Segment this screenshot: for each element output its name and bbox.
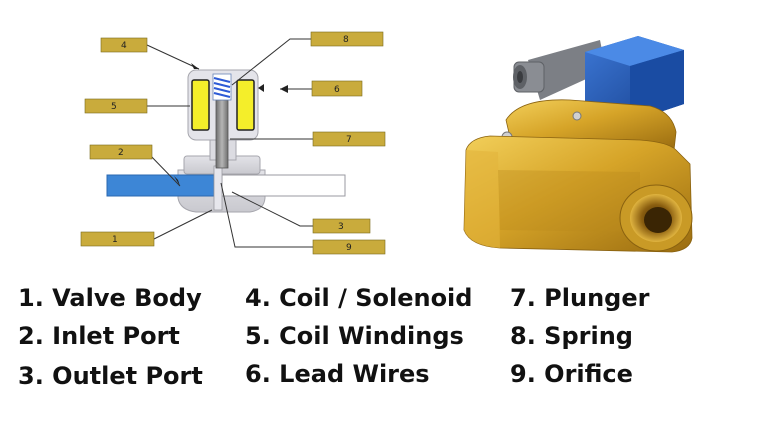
blue-coil-housing <box>585 36 684 122</box>
cross-section-diagram: 4 5 2 1 8 6 7 3 <box>80 31 693 255</box>
schematic-inlet-port <box>106 174 215 197</box>
svg-text:4: 4 <box>121 41 127 51</box>
callout-6: 6 <box>311 80 363 97</box>
callout-7: 7 <box>312 131 386 147</box>
callout-9: 9 <box>312 239 386 255</box>
schematic-outlet-port <box>221 174 346 197</box>
svg-text:9: 9 <box>346 243 352 253</box>
brass-outlet-opening <box>619 184 693 252</box>
legend-item-spring: 8. Spring <box>510 322 633 350</box>
schematic-spring <box>212 73 232 101</box>
legend-item-inlet-port: 2. Inlet Port <box>18 322 180 350</box>
callout-2: 2 <box>89 144 153 160</box>
svg-text:1: 1 <box>112 235 118 245</box>
legend-item-outlet-port: 3. Outlet Port <box>18 362 203 390</box>
legend-item-orifice: 9. Orifice <box>510 360 633 388</box>
legend-item-valve-body: 1. Valve Body <box>18 284 202 312</box>
schematic-plunger <box>215 99 229 169</box>
svg-text:7: 7 <box>346 135 352 145</box>
legend-item-coil-solenoid: 4. Coil / Solenoid <box>245 284 473 312</box>
svg-text:5: 5 <box>111 102 117 112</box>
callout-3: 3 <box>312 218 371 234</box>
callout-1: 1 <box>80 231 155 247</box>
legend-item-coil-windings: 5. Coil Windings <box>245 322 464 350</box>
callout-4: 4 <box>100 37 148 53</box>
callout-8: 8 <box>310 31 384 47</box>
callout-5: 5 <box>84 98 148 114</box>
schematic-orifice <box>213 165 223 211</box>
legend-item-plunger: 7. Plunger <box>510 284 650 312</box>
svg-text:2: 2 <box>118 148 124 158</box>
callout-arrowheads <box>174 63 288 186</box>
svg-text:8: 8 <box>343 35 349 45</box>
legend-item-lead-wires: 6. Lead Wires <box>245 360 430 388</box>
schematic-coil-winding-left <box>191 79 210 131</box>
callout-leader-lines <box>146 38 313 248</box>
schematic-lead-wire-arrow <box>258 84 264 92</box>
svg-text:3: 3 <box>338 222 344 232</box>
solenoid-valve-illustration <box>463 36 693 253</box>
schematic-coil-winding-right <box>236 79 255 131</box>
svg-text:6: 6 <box>334 85 340 95</box>
